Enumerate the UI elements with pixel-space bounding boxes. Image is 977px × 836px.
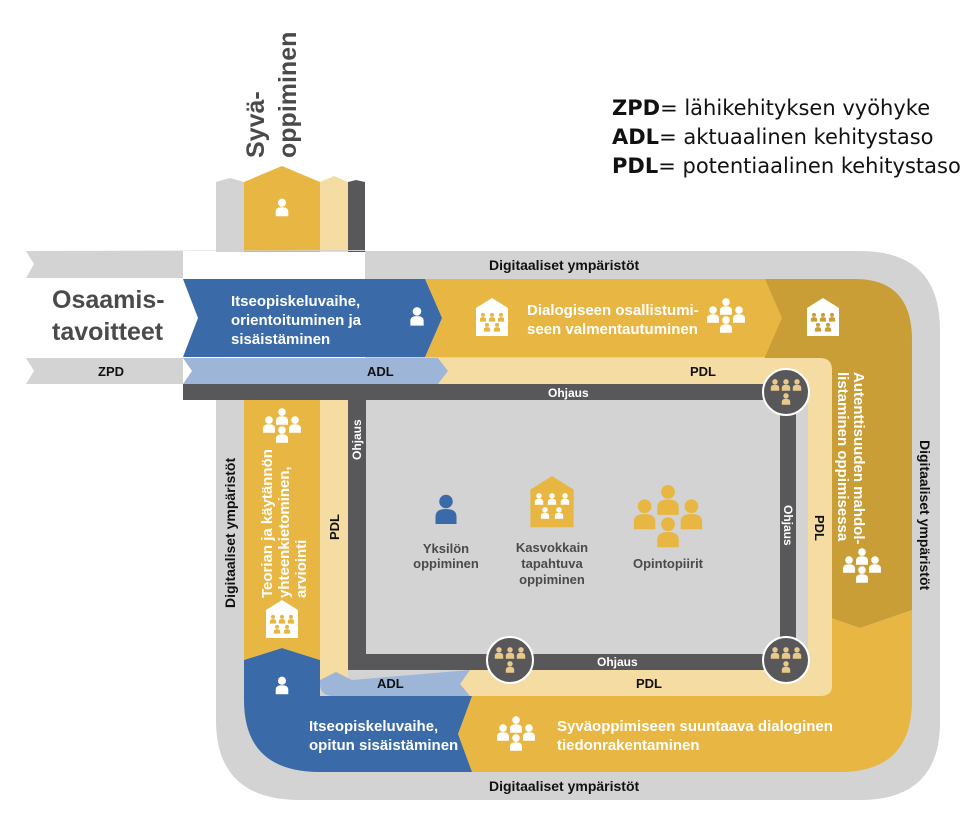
pdl-right-label: PDL xyxy=(812,515,827,541)
digital-right-label: Digitaaliset ympäristöt xyxy=(917,440,933,590)
abbreviation-legend: ZPD= lähikehityksen vyöhyke ADL= aktuaal… xyxy=(612,94,961,181)
guidance-top-label: Ohjaus xyxy=(548,386,589,400)
legend-text: potentiaalinen kehitystaso xyxy=(682,154,961,178)
phase-2-line: Dialogiseen osallistumi- xyxy=(527,302,699,319)
phase-3-label: Autenttisuuden mahdol- listaminen oppimi… xyxy=(834,372,867,545)
legend-item-zpd: ZPD= lähikehityksen vyöhyke xyxy=(612,94,961,123)
phase-6-line: arviointi xyxy=(293,540,310,598)
zpd-band xyxy=(26,358,183,384)
deep-learning-column xyxy=(216,166,365,252)
adl-bottom-label: ADL xyxy=(377,676,404,691)
digital-left-label: Digitaaliset ympäristöt xyxy=(222,458,238,608)
phase-6-line: yhteenkietominen, xyxy=(276,466,293,598)
zpd-label: ZPD xyxy=(98,364,124,379)
pdl-left-label: PDL xyxy=(327,514,342,540)
phase-1-label: Itseopiskeluvaihe, orientoituminen ja si… xyxy=(231,293,362,348)
guidance-circle-top-right xyxy=(762,368,810,416)
center-legend-individual: Yksilön oppiminen xyxy=(413,541,479,571)
pdl-top-label: PDL xyxy=(690,364,716,379)
legend-eq: = xyxy=(658,154,683,178)
phase-5-line: Itseopiskeluvaihe, xyxy=(309,718,438,735)
center-legend-line: Yksilön xyxy=(423,541,469,556)
legend-text: aktuaalinen kehitystaso xyxy=(683,125,934,149)
phase-4-label: Syväoppimiseen suuntaava dialoginen tied… xyxy=(557,718,833,754)
guidance-circle-bottom-left xyxy=(486,636,534,684)
guidance-right-label: Ohjaus xyxy=(781,505,795,546)
legend-eq: = xyxy=(660,96,685,120)
phase-1-line: Itseopiskeluvaihe, xyxy=(231,293,360,310)
legend-text: lähikehityksen vyöhyke xyxy=(684,96,931,120)
phase-6-line: Teorian ja käytännön xyxy=(259,449,276,598)
pdl-band-left xyxy=(320,384,348,680)
adl-top-label: ADL xyxy=(367,364,394,379)
legend-item-pdl: PDL= potentiaalinen kehitystaso xyxy=(612,152,961,181)
center-legend-face-to-face: Kasvokkain tapahtuva oppiminen xyxy=(516,540,588,587)
phase-1-line: orientoituminen ja xyxy=(231,312,362,329)
phase-1-band xyxy=(183,279,442,357)
phase-4-band xyxy=(458,610,912,772)
legend-item-adl: ADL= aktuaalinen kehitystaso xyxy=(612,123,961,152)
start-label-line-2: tavoitteet xyxy=(52,318,164,346)
guidance-left-label: Ohjaus xyxy=(350,419,364,460)
pdl-bottom-label: PDL xyxy=(636,676,662,691)
phase-2-band xyxy=(425,279,782,357)
center-legend-line: oppiminen xyxy=(519,572,585,587)
center-legend-line: Kasvokkain xyxy=(516,540,588,555)
phase-6-band xyxy=(244,400,320,660)
phase-2-label: Dialogiseen osallistumi- seen valmentaut… xyxy=(527,302,699,338)
adl-band-bottom xyxy=(320,670,470,696)
phase-5-label: Itseopiskeluvaihe, opitun sisäistäminen xyxy=(309,718,458,754)
legend-eq: = xyxy=(659,125,684,149)
title-line-1: Syvä- xyxy=(242,91,270,158)
title-line-2: oppiminen xyxy=(274,32,302,158)
guidance-circle-bottom-right xyxy=(762,636,810,684)
center-legend-line: Opintopiirit xyxy=(633,556,704,571)
adl-band-top xyxy=(183,358,448,384)
legend-abbr: ZPD xyxy=(612,96,661,120)
center-legend-study-circles: Opintopiirit xyxy=(633,556,704,571)
legend-abbr: PDL xyxy=(612,154,659,178)
phase-4-line: Syväoppimiseen suuntaava dialoginen xyxy=(557,718,833,735)
legend-abbr: ADL xyxy=(612,125,660,149)
phase-3-line: listaminen oppimisessa xyxy=(834,372,851,542)
phase-5-line: opitun sisäistäminen xyxy=(309,737,458,754)
phase-6-label: Teorian ja käytännön yhteenkietominen, a… xyxy=(259,449,310,598)
phase-4-line: tiedonrakentaminen xyxy=(557,737,700,754)
center-legend-line: tapahtuva xyxy=(521,556,583,571)
phase-2-line: seen valmentautuminen xyxy=(527,321,698,338)
digital-bottom-label: Digitaaliset ympäristöt xyxy=(489,778,639,794)
start-label-line-1: Osaamis- xyxy=(52,286,165,314)
phase-5-band xyxy=(244,648,472,772)
phase-3-line: Autenttisuuden mahdol- xyxy=(850,372,867,545)
center-legend-line: oppiminen xyxy=(413,556,479,571)
guidance-bottom-label: Ohjaus xyxy=(597,655,638,669)
phase-1-line: sisäistäminen xyxy=(231,331,330,348)
digital-top-label: Digitaaliset ympäristöt xyxy=(489,257,639,273)
